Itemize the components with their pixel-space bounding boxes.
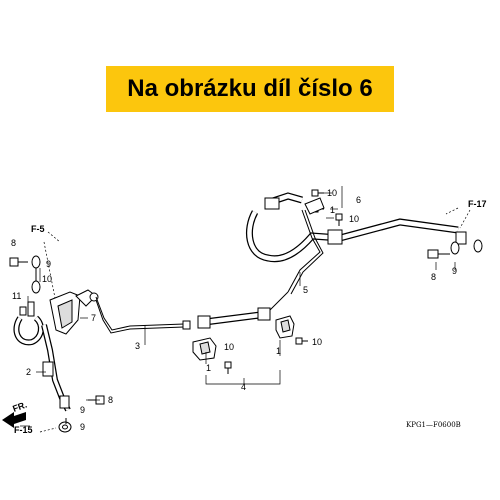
clip-1-left [192,337,217,361]
part-number-banner: Na obrázku díl číslo 6 [106,66,394,112]
callout-9-b: 9 [80,405,85,415]
callout-5: 5 [303,285,308,295]
ref-fr: FR. [11,400,28,414]
callout-9-d: 9 [452,266,457,276]
part-7-joint [49,289,99,335]
callout-11: 11 [12,291,21,301]
callout-1-right: 1 [276,346,281,356]
hose-2-assembly [13,315,72,433]
upper-right-fasteners [304,189,343,226]
brake-pipe-3 [95,296,191,334]
hose-6-assembly [245,192,467,263]
callout-3: 3 [135,341,140,351]
callout-10-d: 10 [327,188,337,198]
callout-10-e: 10 [349,214,359,224]
reference-arrows [20,207,471,433]
figure-code: KPG1—F0600B [406,421,461,429]
callout-9-c: 9 [80,422,85,432]
middle-screws [224,337,308,374]
callout-6: 6 [356,195,361,205]
clip-1-right [275,315,295,339]
ref-f5: F-5 [31,224,45,234]
callout-9-a: 9 [46,259,51,269]
callout-8-a: 8 [11,238,16,248]
callout-4: 4 [241,382,246,392]
front-arrow-icon [2,412,26,428]
callout-7: 7 [91,313,96,323]
callout-10-b: 10 [224,342,234,352]
ref-f15: F-15 [14,425,33,435]
ref-f17: F-17 [468,199,487,209]
hose-4-assembly [197,291,289,329]
callout-8-c: 8 [431,272,436,282]
banner-text: Na obrázku díl číslo 6 [127,75,373,102]
right-fasteners [427,239,483,259]
callout-8-b: 8 [108,395,113,405]
callout-2: 2 [26,367,31,377]
callout-10-c: 10 [312,337,322,347]
callout-1-left: 1 [206,363,211,373]
leader-lines [27,186,456,401]
callout-10-a: 10 [42,274,52,284]
brake-pipe-5 [287,209,324,295]
callout-1-top: 1 [330,205,335,215]
